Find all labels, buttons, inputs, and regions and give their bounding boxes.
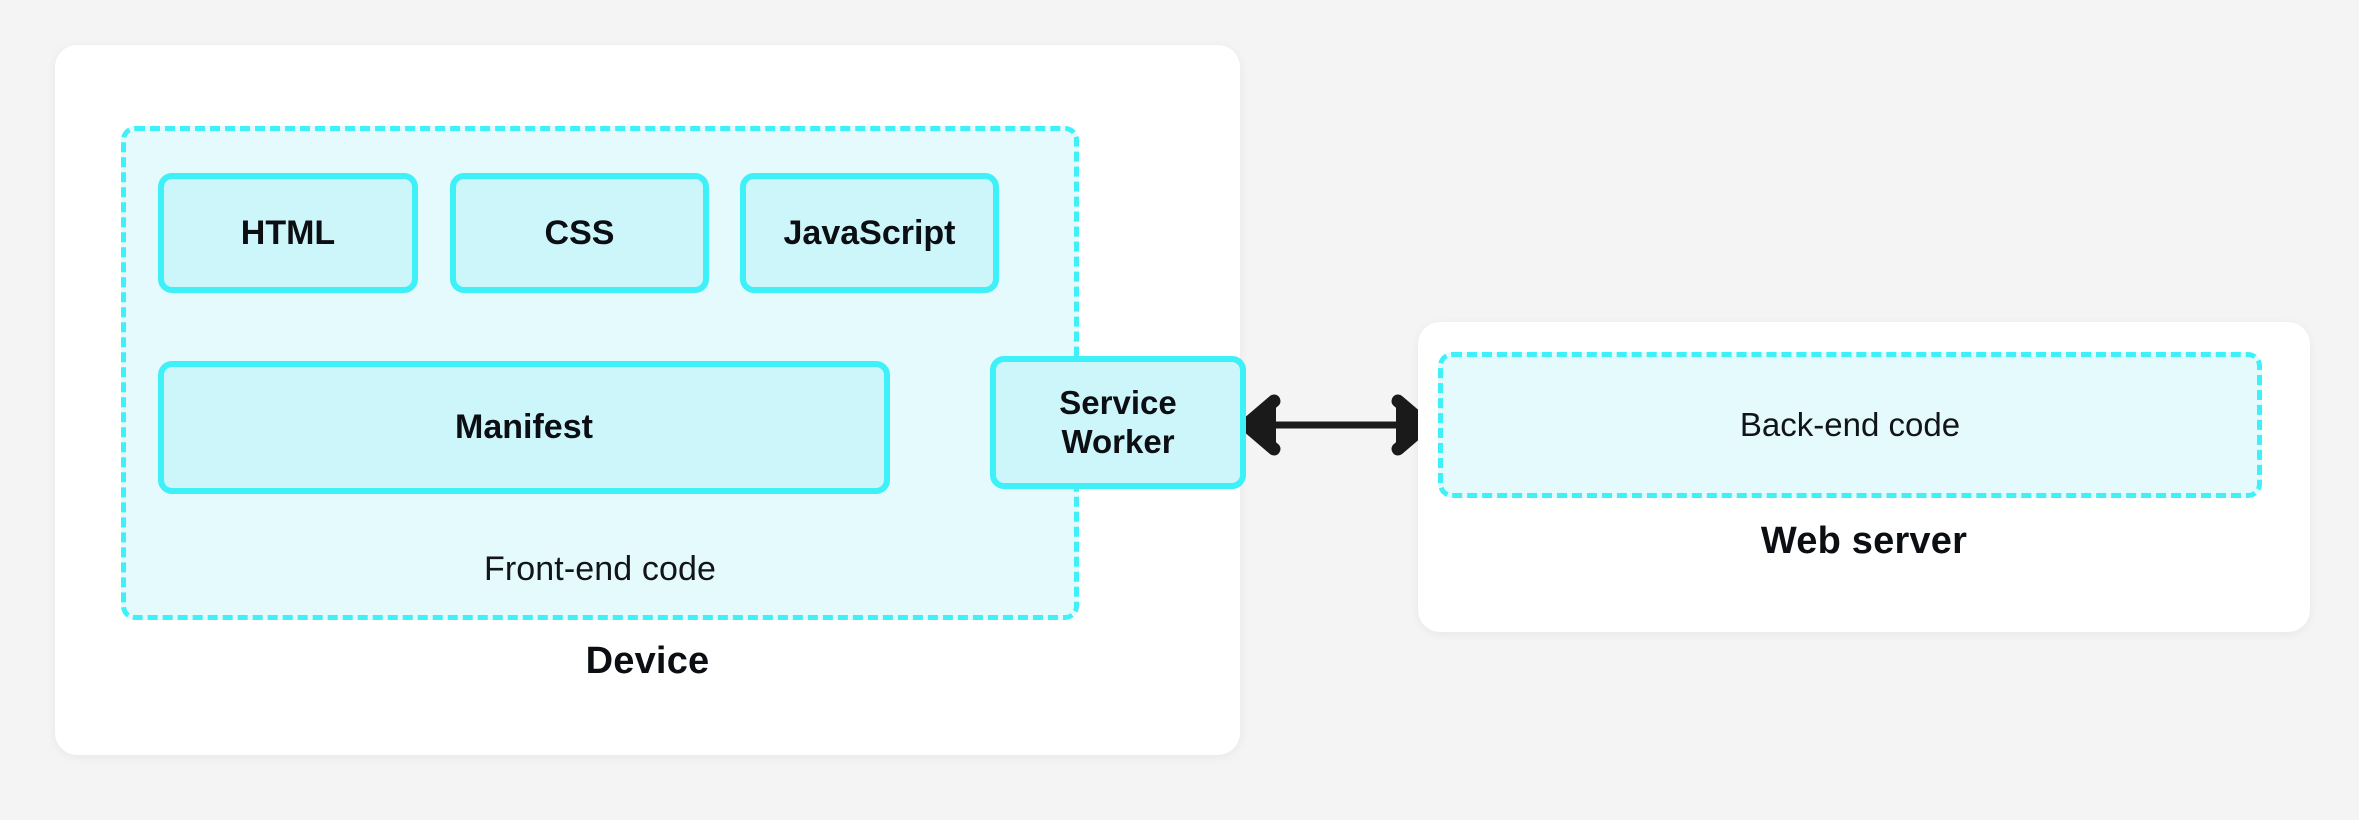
backend-code-label: Back-end code xyxy=(1739,406,1961,443)
device-card: HTML CSS JavaScript Manifest Front-end c… xyxy=(55,45,1246,755)
service-worker-line-2: Worker xyxy=(1061,422,1175,460)
tech-box-html-label: HTML xyxy=(240,213,336,252)
tech-box-service-worker[interactable]: Service Worker xyxy=(990,356,1246,489)
tech-box-manifest-label: Manifest xyxy=(455,408,593,447)
tech-box-css-label: CSS xyxy=(544,213,615,252)
frontend-code-caption: Front-end code xyxy=(484,550,716,588)
tech-box-manifest[interactable]: Manifest xyxy=(158,361,890,494)
tech-box-html[interactable]: HTML xyxy=(158,173,418,293)
tech-box-css[interactable]: CSS xyxy=(450,173,709,293)
tech-box-javascript-label: JavaScript xyxy=(783,213,956,252)
web-server-caption: Web server xyxy=(1760,520,1968,562)
backend-code-region[interactable]: Back-end code xyxy=(1438,352,2262,498)
service-worker-line-1: Service xyxy=(1059,383,1177,421)
tech-box-javascript[interactable]: JavaScript xyxy=(740,173,999,293)
device-caption: Device xyxy=(585,640,710,682)
bidirectional-arrow-icon xyxy=(1236,394,1436,456)
frontend-code-region: HTML CSS JavaScript Manifest Front-end c… xyxy=(121,126,1079,620)
web-server-card: Back-end code Web server xyxy=(1418,322,2310,632)
tech-box-service-worker-label: Service Worker xyxy=(1059,384,1176,462)
